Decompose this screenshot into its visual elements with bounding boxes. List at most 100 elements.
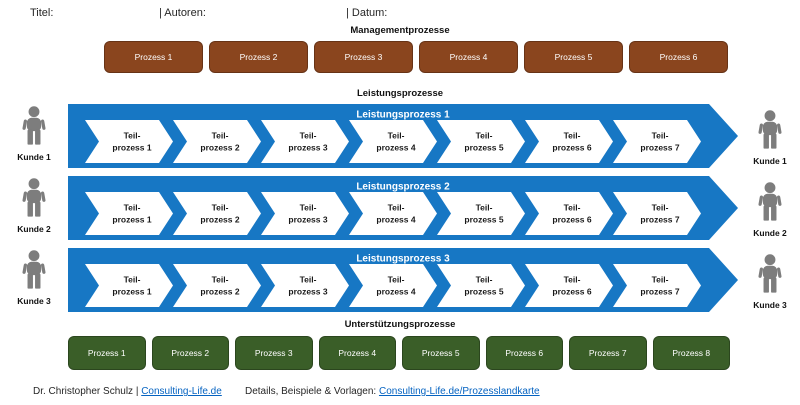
subprocess-arrow xyxy=(173,264,261,307)
subprocess-label-line2: prozess 6 xyxy=(552,287,591,297)
footer-author: Dr. Christopher Schulz | Consulting-Life… xyxy=(33,386,222,397)
subprocess-label-line1: Teil- xyxy=(388,203,405,213)
subprocess-label-line2: prozess 3 xyxy=(288,287,327,297)
subprocess-label-line2: prozess 6 xyxy=(552,143,591,153)
subprocess-label-line1: Teil- xyxy=(300,203,317,213)
subprocess-arrow xyxy=(613,192,701,235)
subprocess-arrow xyxy=(525,192,613,235)
customer-label: Kunde 3 xyxy=(17,296,51,306)
performance-heading: Leistungsprozesse xyxy=(356,88,444,99)
person-icon xyxy=(758,110,782,149)
subprocess-label-line2: prozess 3 xyxy=(288,143,327,153)
band-title: Leistungsprozess 2 xyxy=(356,182,450,193)
subprocess-label-line1: Teil- xyxy=(564,203,581,213)
subprocess-label-line1: Teil- xyxy=(652,275,669,285)
customer-item: Kunde 3 xyxy=(6,250,62,306)
performance-band: Leistungsprozess 1 Teil-prozess 1 Teil-pro… xyxy=(68,104,738,168)
subprocess-label-line2: prozess 5 xyxy=(464,215,503,225)
subprocess-label-line1: Teil- xyxy=(300,131,317,141)
subprocess-label-line1: Teil- xyxy=(124,203,141,213)
subprocess-label-line1: Teil- xyxy=(564,131,581,141)
subprocess-label-line2: prozess 1 xyxy=(112,215,151,225)
subprocess-arrow xyxy=(437,192,525,235)
performance-band: Leistungsprozess 2 Teil-prozess 1 Teil-pro… xyxy=(68,176,738,240)
subprocess-label-line2: prozess 7 xyxy=(640,143,679,153)
date-label: | Datum: xyxy=(346,7,388,19)
management-process-box: Prozess 6 xyxy=(629,41,728,73)
subprocess-label-line2: prozess 4 xyxy=(376,287,415,297)
subprocess-arrow xyxy=(437,120,525,163)
management-process-box: Prozess 5 xyxy=(524,41,623,73)
customer-label: Kunde 3 xyxy=(753,300,787,310)
footer-details-text: Details, Beispiele & Vorlagen: xyxy=(245,386,379,397)
subprocess-label-line1: Teil- xyxy=(652,203,669,213)
subprocess-label-line1: Teil- xyxy=(212,203,229,213)
subprocess-label-line1: Teil- xyxy=(212,131,229,141)
subprocess-label-line2: prozess 7 xyxy=(640,287,679,297)
footer-author-text: Dr. Christopher Schulz | xyxy=(33,386,142,397)
customer-label: Kunde 2 xyxy=(753,228,787,238)
subprocess-arrow xyxy=(349,264,437,307)
subprocess-label-line1: Teil- xyxy=(476,203,493,213)
management-heading: Managementprozesse xyxy=(350,25,450,36)
subprocess-label-line2: prozess 2 xyxy=(200,287,239,297)
subprocess-label-line2: prozess 6 xyxy=(552,215,591,225)
subprocess-label-line1: Teil- xyxy=(476,131,493,141)
authors-label: | Autoren: xyxy=(159,7,206,19)
subprocess-arrow xyxy=(261,264,349,307)
support-process-box: Prozess 2 xyxy=(151,336,229,370)
customer-item: Kunde 2 xyxy=(6,178,62,234)
person-icon xyxy=(22,178,46,217)
performance-bands: Leistungsprozess 1 Teil-prozess 1 Teil-pro… xyxy=(68,104,738,320)
footer-details: Details, Beispiele & Vorlagen: Consultin… xyxy=(245,386,540,397)
support-process-box: Prozess 5 xyxy=(402,336,480,370)
subprocess-label-line1: Teil- xyxy=(124,275,141,285)
subprocess-label-line2: prozess 1 xyxy=(112,287,151,297)
subprocess-arrow xyxy=(437,264,525,307)
performance-band-row: Leistungsprozess 2 Teil-prozess 1 Teil-pro… xyxy=(68,176,738,240)
performance-band-row: Leistungsprozess 1 Teil-prozess 1 Teil-pro… xyxy=(68,104,738,168)
subprocess-arrow xyxy=(349,192,437,235)
subprocess-label-line1: Teil- xyxy=(388,131,405,141)
subprocess-arrow xyxy=(613,264,701,307)
support-heading: Unterstützungsprozesse xyxy=(344,319,456,330)
subprocess-arrow xyxy=(525,120,613,163)
person-icon xyxy=(22,250,46,289)
subprocess-label-line2: prozess 2 xyxy=(200,215,239,225)
support-process-box: Prozess 6 xyxy=(485,336,563,370)
customer-label: Kunde 1 xyxy=(17,152,51,162)
subprocess-label-line2: prozess 1 xyxy=(112,143,151,153)
footer-author-link[interactable]: Consulting-Life.de xyxy=(141,386,222,397)
support-process-box: Prozess 8 xyxy=(652,336,730,370)
subprocess-arrow xyxy=(349,120,437,163)
subprocess-label-line1: Teil- xyxy=(652,131,669,141)
person-icon xyxy=(758,182,782,221)
subprocess-arrow xyxy=(173,120,261,163)
support-process-box: Prozess 4 xyxy=(318,336,396,370)
management-process-box: Prozess 3 xyxy=(314,41,413,73)
customer-item: Kunde 2 xyxy=(742,182,798,238)
subprocess-label-line2: prozess 4 xyxy=(376,215,415,225)
customer-item: Kunde 3 xyxy=(742,254,798,310)
subprocess-label-line2: prozess 5 xyxy=(464,143,503,153)
customer-label: Kunde 1 xyxy=(753,156,787,166)
band-title: Leistungsprozess 1 xyxy=(356,110,450,121)
subprocess-label-line1: Teil- xyxy=(564,275,581,285)
subprocess-label-line2: prozess 7 xyxy=(640,215,679,225)
subprocess-arrow xyxy=(261,120,349,163)
support-process-box: Prozess 1 xyxy=(68,336,146,370)
customer-label: Kunde 2 xyxy=(17,224,51,234)
footer-details-link[interactable]: Consulting-Life.de/Prozesslandkarte xyxy=(378,386,540,397)
subprocess-arrow xyxy=(613,120,701,163)
subprocess-label-line2: prozess 5 xyxy=(464,287,503,297)
subprocess-arrow xyxy=(525,264,613,307)
subprocess-label-line1: Teil- xyxy=(212,275,229,285)
management-process-box: Prozess 4 xyxy=(419,41,518,73)
support-process-box: Prozess 7 xyxy=(569,336,647,370)
management-process-box: Prozess 1 xyxy=(104,41,203,73)
person-icon xyxy=(758,254,782,293)
